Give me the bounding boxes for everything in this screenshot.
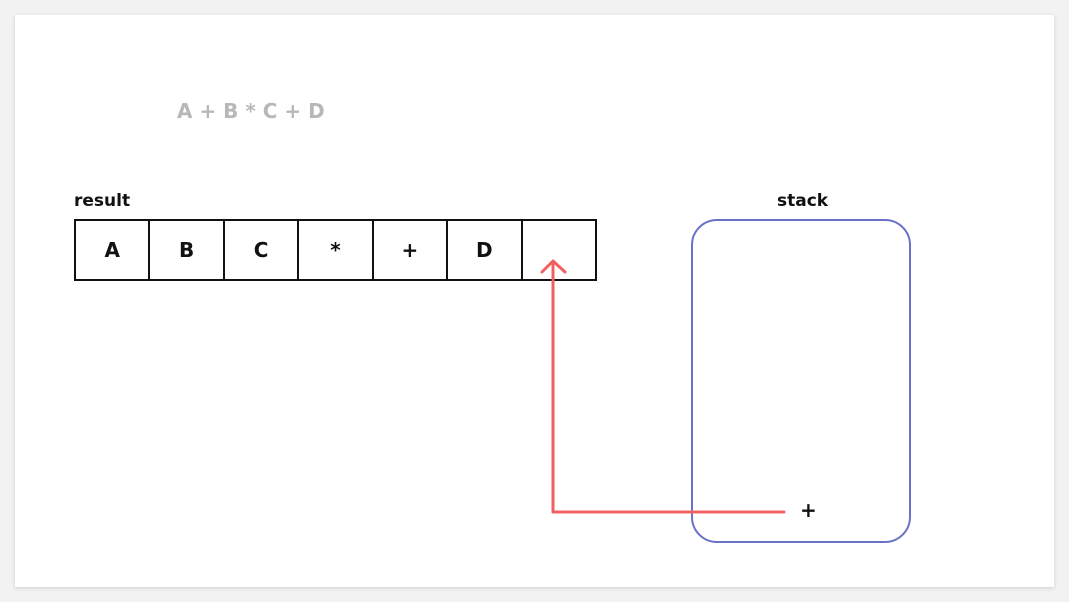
slide-canvas — [15, 15, 1054, 587]
stack-container — [691, 219, 911, 543]
infix-expression: A + B * C + D — [177, 99, 325, 123]
result-cell: * — [299, 221, 374, 279]
result-cell: D — [448, 221, 523, 279]
result-label: result — [74, 191, 131, 211]
result-cell: C — [225, 221, 300, 279]
result-cell: + — [374, 221, 449, 279]
result-cell: A — [76, 221, 151, 279]
result-array: A B C * + D — [74, 219, 597, 281]
result-cell-empty — [523, 221, 595, 279]
stack-label: stack — [777, 191, 829, 211]
stack-item: + — [800, 498, 817, 522]
result-cell: B — [150, 221, 225, 279]
